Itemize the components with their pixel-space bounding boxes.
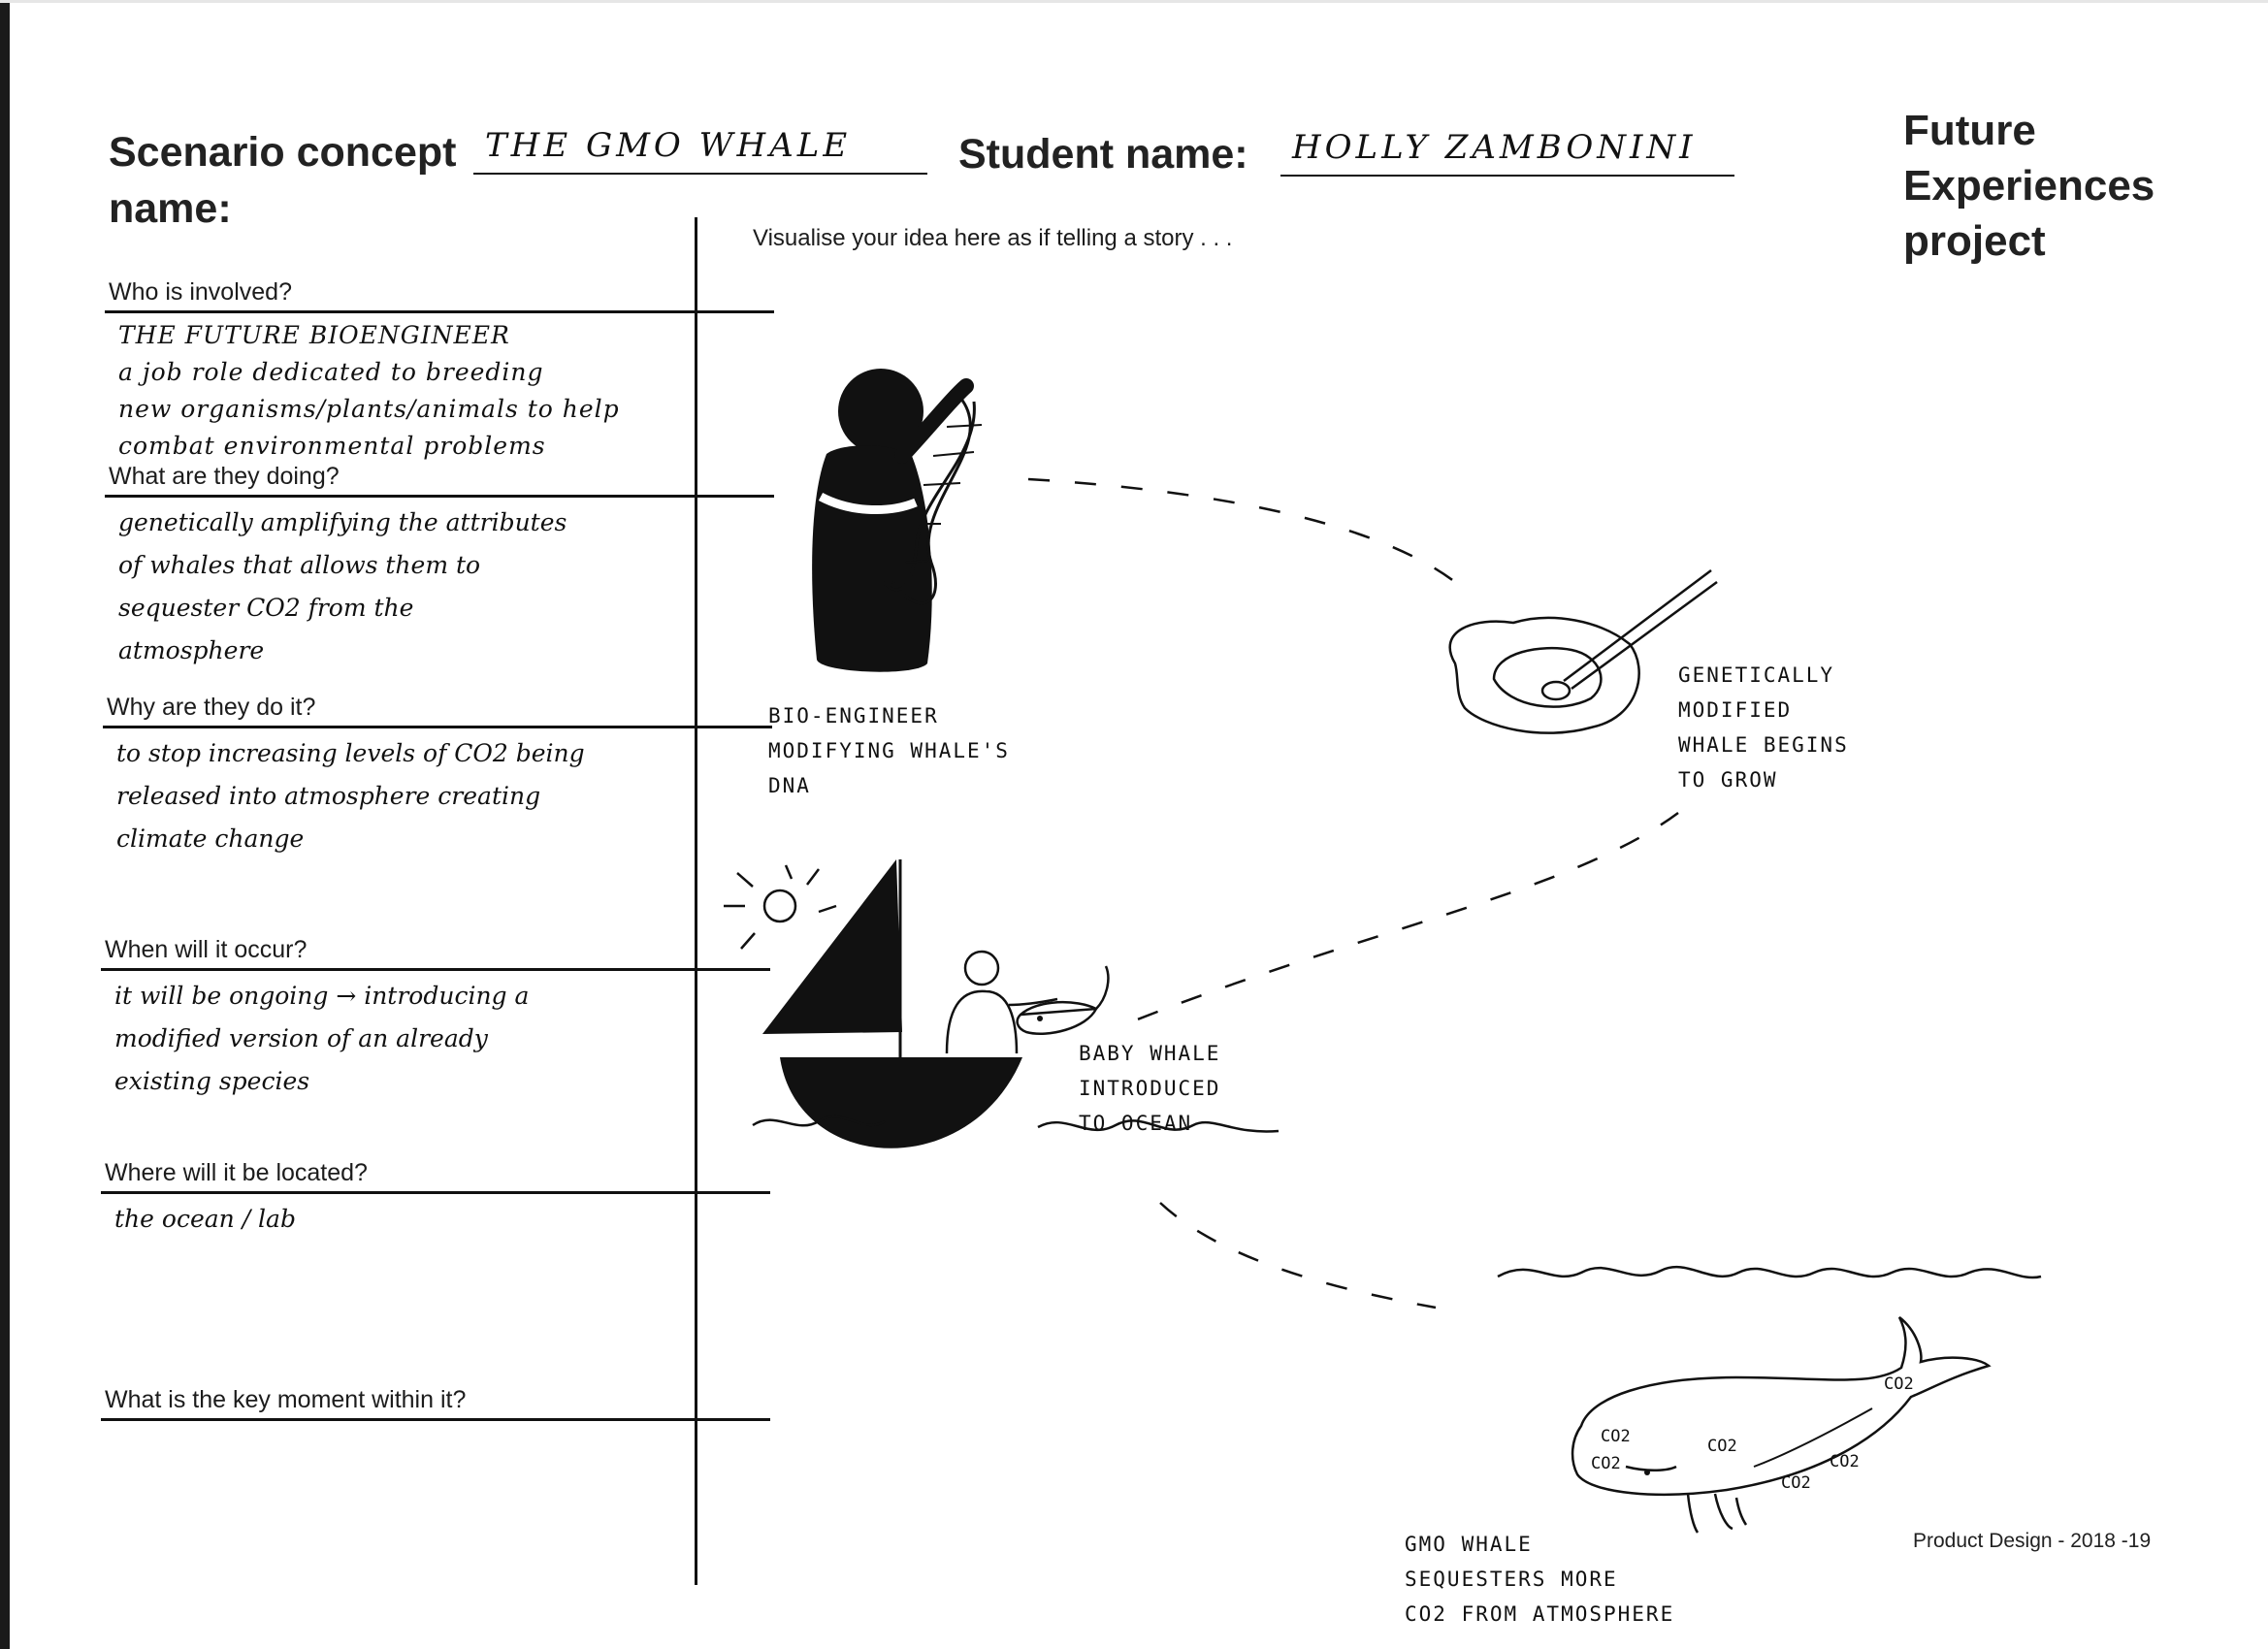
baby-whale-icon (1018, 966, 1109, 1034)
petri-dish-icon (1450, 570, 1717, 733)
caption-bioengineer: BIO-ENGINEER MODIFYING WHALE'S DNA (768, 698, 1010, 803)
caption-baby-whale: BABY WHALE INTRODUCED TO OCEAN (1079, 1036, 1220, 1141)
sun-icon (724, 865, 836, 949)
person-icon (947, 952, 1057, 1053)
whale-co2-label: CO2 (1830, 1452, 1860, 1471)
whale-co2-label: CO2 (1707, 1437, 1737, 1456)
story-path-1 (1028, 479, 1455, 582)
caption-gmo-whale: GMO WHALE SEQUESTERS MORE CO2 FROM ATMOS… (1405, 1527, 1674, 1632)
gmo-whale-icon: CO2 CO2 CO2 CO2 CO2 CO2 (1572, 1317, 1989, 1533)
whale-co2-label: CO2 (1884, 1374, 1914, 1394)
footer-course: Product Design - 2018 -19 (1913, 1530, 2151, 1553)
story-path-2 (1125, 813, 1678, 1024)
whale-co2-label: CO2 (1781, 1473, 1811, 1493)
ocean-surface (1498, 1267, 2041, 1277)
whale-co2-label: CO2 (1591, 1454, 1621, 1473)
bioengineer-icon (812, 369, 982, 672)
story-path-3 (1160, 1203, 1436, 1308)
whale-co2-label: CO2 (1601, 1427, 1631, 1446)
caption-whale-grows: GENETICALLY MODIFIED WHALE BEGINS TO GRO… (1678, 658, 1849, 797)
